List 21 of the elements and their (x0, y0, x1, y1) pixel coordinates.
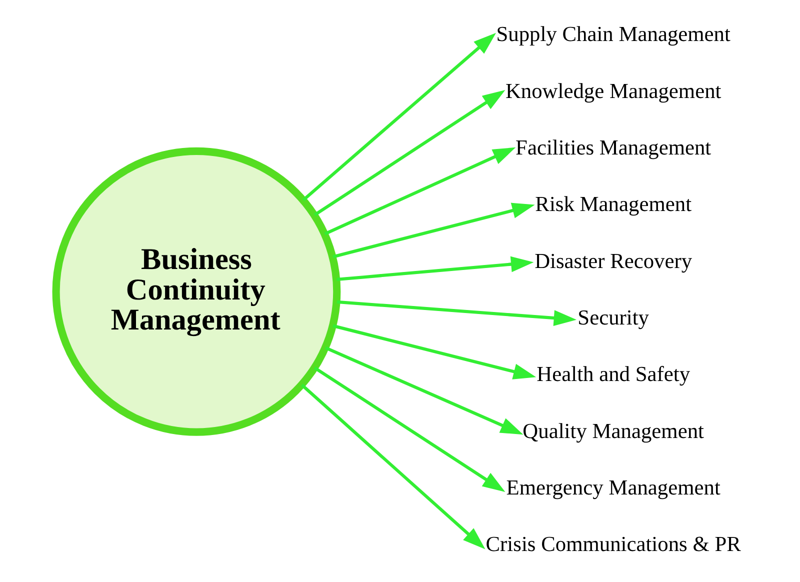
node-text: Crisis Communications & PR (485, 532, 740, 556)
arrow (300, 384, 485, 550)
node-text: Emergency Management (506, 476, 720, 500)
node-text: Disaster Recovery (534, 248, 692, 273)
arrow (332, 202, 534, 258)
node-text: Risk Management (534, 192, 692, 216)
arrow (332, 324, 536, 380)
arrow (336, 256, 534, 282)
arrow (324, 346, 523, 435)
arrow (302, 32, 496, 202)
node-text: Knowledge Management (504, 78, 721, 103)
node-circle: Business Continuity Management (52, 147, 340, 436)
node-text: Supply Chain Management (496, 22, 730, 46)
node-text: Facilities Management (515, 135, 711, 160)
arrow (313, 90, 505, 216)
arrow (313, 366, 505, 492)
arrow (336, 300, 576, 326)
node-text: Health and Safety (536, 362, 690, 386)
arrow (324, 147, 516, 236)
node-text: Security (577, 306, 649, 330)
node-text: Quality Management (522, 418, 704, 443)
